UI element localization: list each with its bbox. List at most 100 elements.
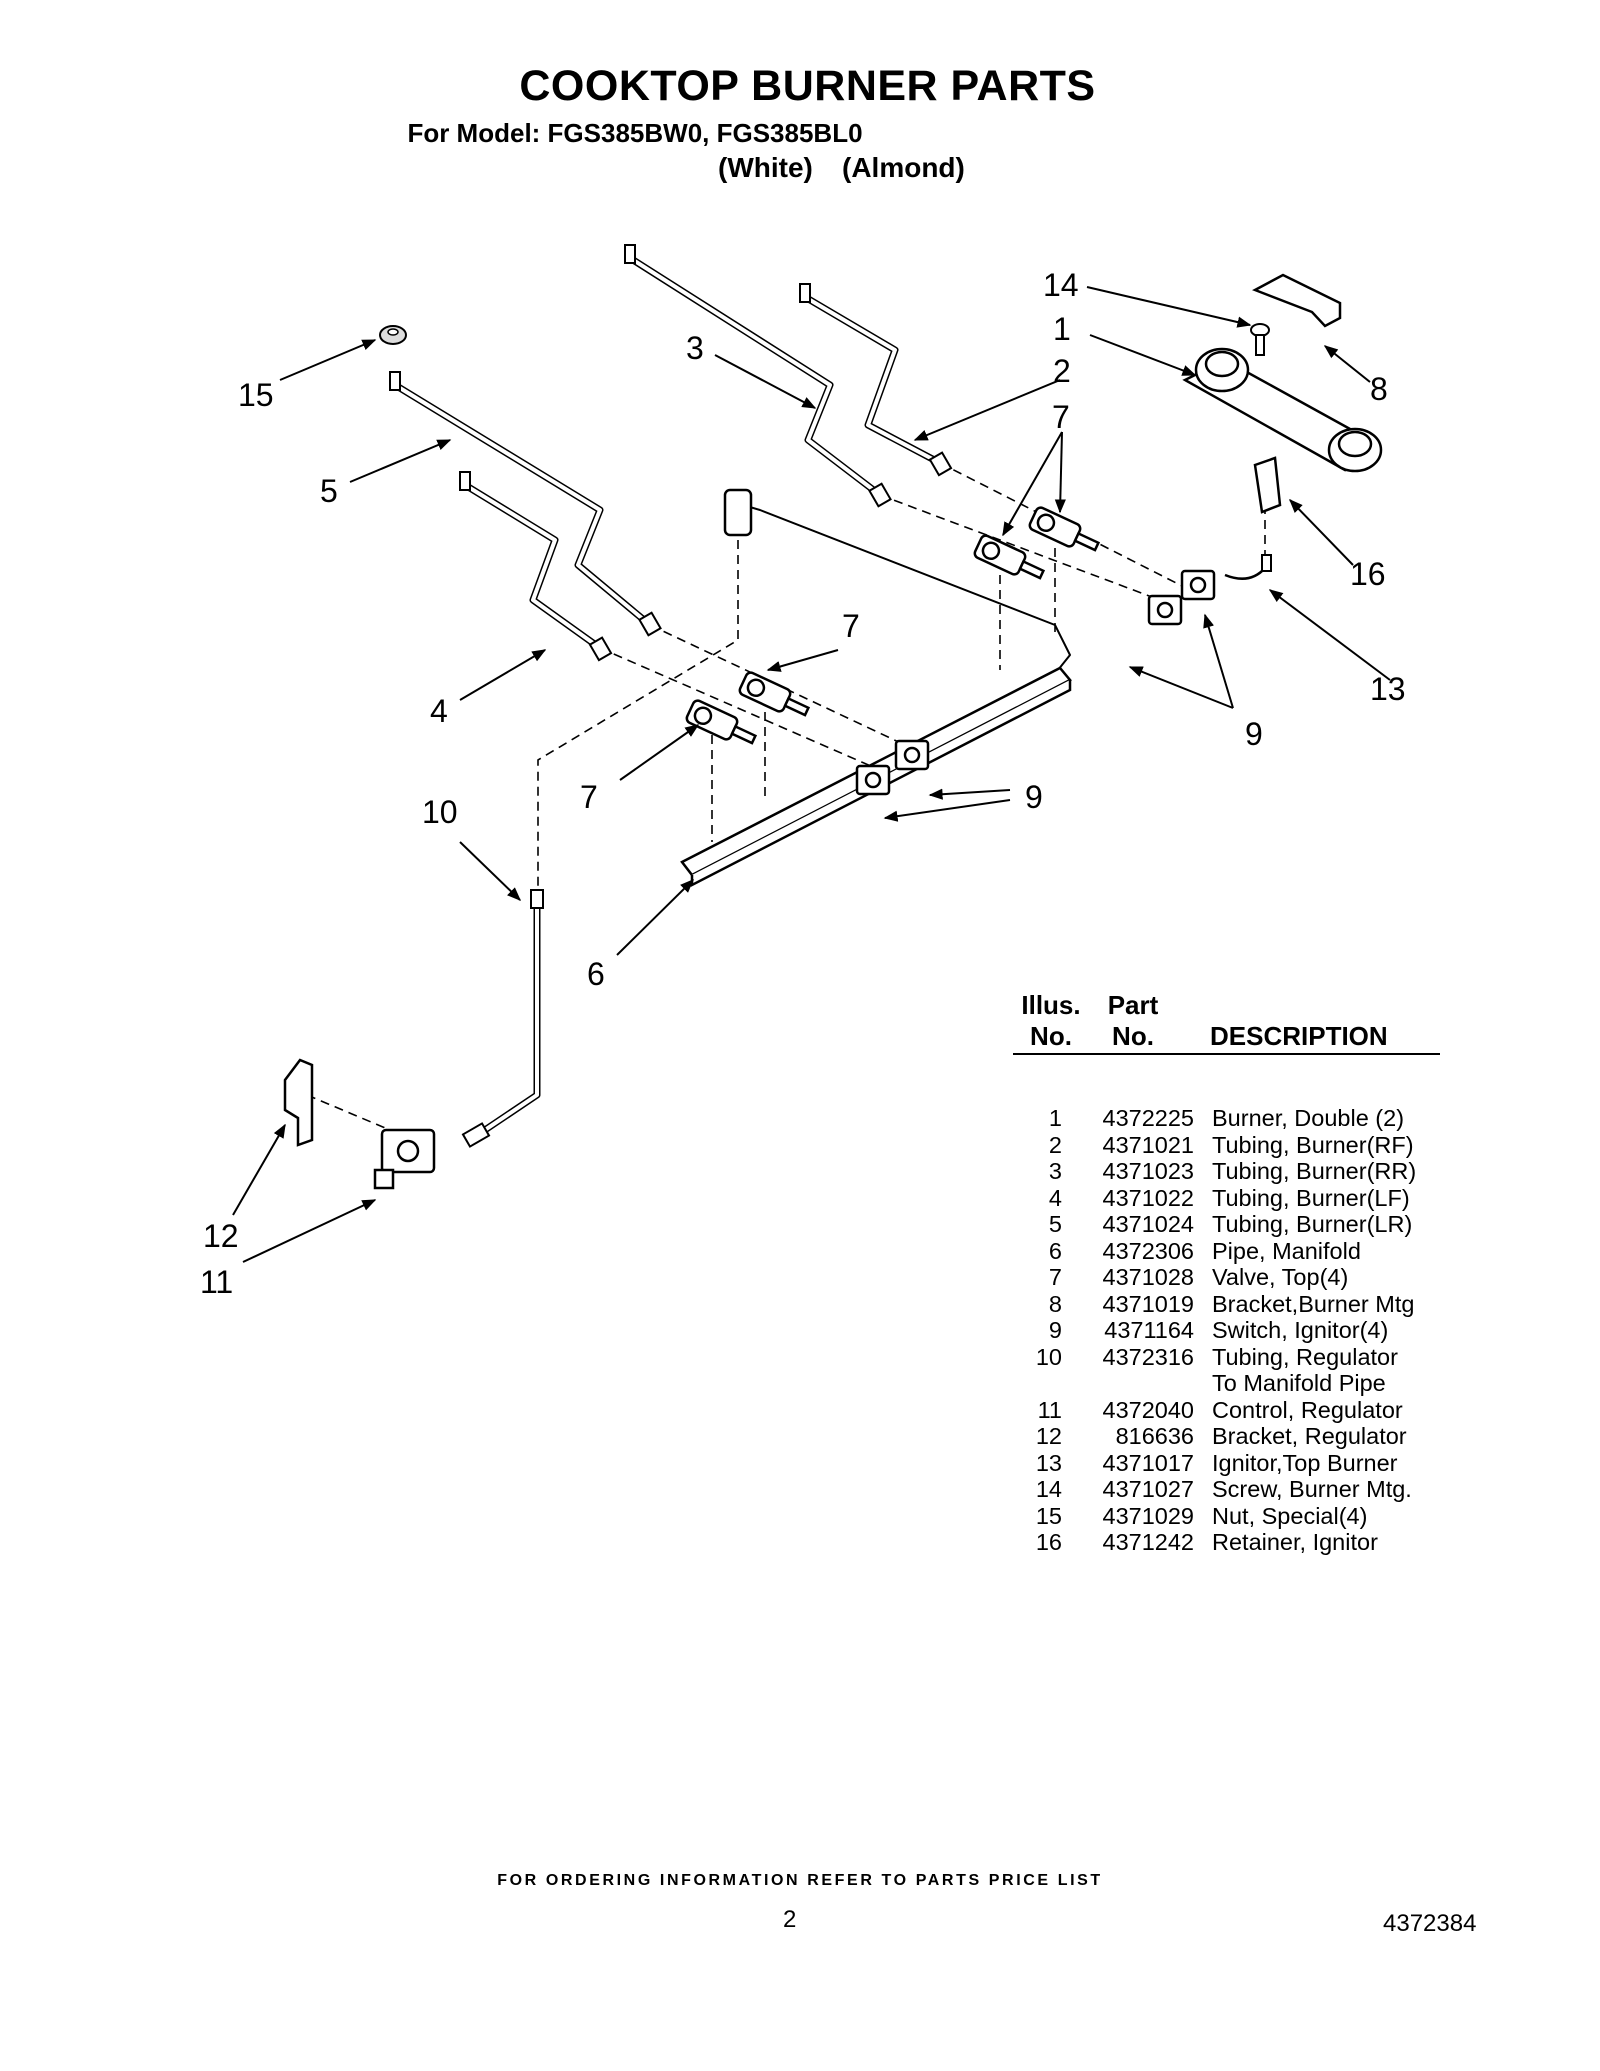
table-row: 3 4371023 Tubing, Burner(RR): [1010, 1158, 1470, 1185]
illus-number: 14: [1035, 1476, 1062, 1502]
part-number: 4371029: [1102, 1502, 1195, 1529]
callout-7a: 7: [1052, 399, 1070, 435]
illus-number: 8: [1048, 1290, 1062, 1317]
part-number: 4372306: [1102, 1237, 1195, 1264]
part-number: 4371022: [1102, 1184, 1195, 1211]
table-row: 4 4371022 Tubing, Burner(LF): [1010, 1185, 1470, 1212]
illus-number: 6: [1048, 1237, 1062, 1264]
part-description: Tubing, Burner(RR): [1212, 1158, 1417, 1184]
page-title: COOKTOP BURNER PARTS: [519, 62, 1096, 110]
regulator-control: [373, 1128, 436, 1190]
part-number: 4371242: [1102, 1529, 1195, 1555]
table-header-rule: [1013, 1053, 1440, 1055]
illus-number: 2: [1048, 1131, 1062, 1158]
callout-10: 10: [422, 794, 458, 830]
part-description: Bracket,Burner Mtg: [1212, 1290, 1415, 1317]
illus-number: 4: [1048, 1184, 1062, 1211]
part-number: 816636: [1115, 1423, 1194, 1449]
table-header-illus: Illus. No.: [1021, 990, 1081, 1051]
part-description: Tubing, Burner(LR): [1212, 1211, 1413, 1237]
part-number: 4371028: [1102, 1264, 1195, 1290]
part-description: Control, Regulator: [1212, 1396, 1403, 1423]
callout-15: 15: [238, 377, 274, 413]
ordering-note: FOR ORDERING INFORMATION REFER TO PARTS …: [497, 1872, 1103, 1889]
ignitor-retainer: [1253, 456, 1282, 514]
part-description: Switch, Ignitor(4): [1212, 1317, 1389, 1343]
exploded-diagram: 14 1 2 3 15 5 7 8 16 13 9 7 4 7 9 10 6 1…: [200, 244, 1406, 1300]
illus-number: 7: [1048, 1264, 1062, 1290]
document-number: 4372384: [1383, 1910, 1477, 1937]
illus-number: 10: [1035, 1343, 1062, 1370]
callout-9a: 9: [1245, 716, 1263, 752]
model-line: For Model: FGS385BW0, FGS385BL0: [407, 118, 863, 148]
illus-number: 5: [1048, 1211, 1062, 1237]
callout-2: 2: [1053, 353, 1071, 389]
part-description: Bracket, Regulator: [1212, 1423, 1407, 1449]
part-description: Tubing, Burner(LF): [1212, 1184, 1410, 1211]
part-number: 4372316: [1102, 1343, 1195, 1370]
illus-number: 16: [1035, 1529, 1062, 1555]
part-number: 4371017: [1102, 1449, 1195, 1476]
color-almond: (Almond): [842, 152, 965, 183]
illus-number: 15: [1035, 1502, 1062, 1529]
part-description: Nut, Special(4): [1212, 1502, 1368, 1529]
page-number: 2: [783, 1906, 797, 1933]
callout-4: 4: [430, 693, 448, 729]
table-row: 6 4372306 Pipe, Manifold: [1010, 1238, 1470, 1265]
table-header-description: DESCRIPTION: [1210, 1021, 1388, 1051]
callout-7c: 7: [580, 779, 598, 815]
callout-1: 1: [1053, 311, 1071, 347]
callout-6: 6: [587, 956, 605, 992]
part-description: Tubing, Burner(RF): [1212, 1131, 1414, 1158]
table-header-part: Part No.: [1107, 990, 1159, 1051]
part-description: Retainer, Ignitor: [1212, 1529, 1378, 1555]
illus-number: 1: [1048, 1105, 1062, 1131]
table-row: 5 4371024 Tubing, Burner(LR): [1010, 1211, 1470, 1238]
burner-screw: [1250, 323, 1270, 356]
burner-assembly: [1182, 347, 1383, 473]
part-description: Valve, Top(4): [1212, 1264, 1349, 1290]
color-white: (White): [718, 152, 813, 183]
callout-3: 3: [686, 330, 704, 366]
callout-5: 5: [320, 473, 338, 509]
callout-11: 11: [200, 1264, 233, 1300]
top-burner-ignitor: [1224, 567, 1266, 580]
table-row: 13 4371017 Ignitor,Top Burner: [1010, 1450, 1470, 1477]
tubing-lr: [391, 381, 654, 629]
part-number: 4371024: [1102, 1211, 1195, 1237]
callout-7b: 7: [842, 608, 860, 644]
part-description: Ignitor,Top Burner: [1212, 1449, 1398, 1476]
part-number: 4372040: [1102, 1396, 1195, 1423]
part-number: 4372225: [1102, 1105, 1195, 1131]
illus-number: 3: [1048, 1158, 1062, 1184]
part-description: To Manifold Pipe: [1212, 1370, 1386, 1396]
callout-12: 12: [203, 1218, 239, 1254]
illus-number: 9: [1048, 1317, 1062, 1343]
bracket-burner-mtg: [1252, 273, 1342, 328]
table-row: 1 4372225 Burner, Double (2): [1010, 1105, 1470, 1132]
part-number: 4371021: [1102, 1131, 1195, 1158]
part-description: Screw, Burner Mtg.: [1212, 1476, 1412, 1502]
callout-14: 14: [1043, 267, 1079, 303]
callout-16: 16: [1350, 556, 1386, 592]
table-row: 7 4371028 Valve, Top(4): [1010, 1264, 1470, 1291]
part-description: Pipe, Manifold: [1212, 1237, 1361, 1264]
part-description: Burner, Double (2): [1212, 1105, 1405, 1131]
callout-9b: 9: [1025, 779, 1043, 815]
callout-13: 13: [1370, 671, 1406, 707]
table-row: 2 4371021 Tubing, Burner(RF): [1010, 1132, 1470, 1159]
part-number: 4371023: [1102, 1158, 1195, 1184]
table-row: To Manifold Pipe: [1010, 1370, 1470, 1397]
illus-number: 13: [1035, 1449, 1062, 1476]
illus-number: 11: [1037, 1396, 1062, 1423]
top-valves: [685, 506, 1101, 745]
table-row: 16 4371242 Retainer, Ignitor: [1010, 1529, 1470, 1556]
table-row: 11 4372040 Control, Regulator: [1010, 1397, 1470, 1424]
part-number: 4371164: [1104, 1317, 1194, 1343]
callout-8: 8: [1370, 371, 1388, 407]
